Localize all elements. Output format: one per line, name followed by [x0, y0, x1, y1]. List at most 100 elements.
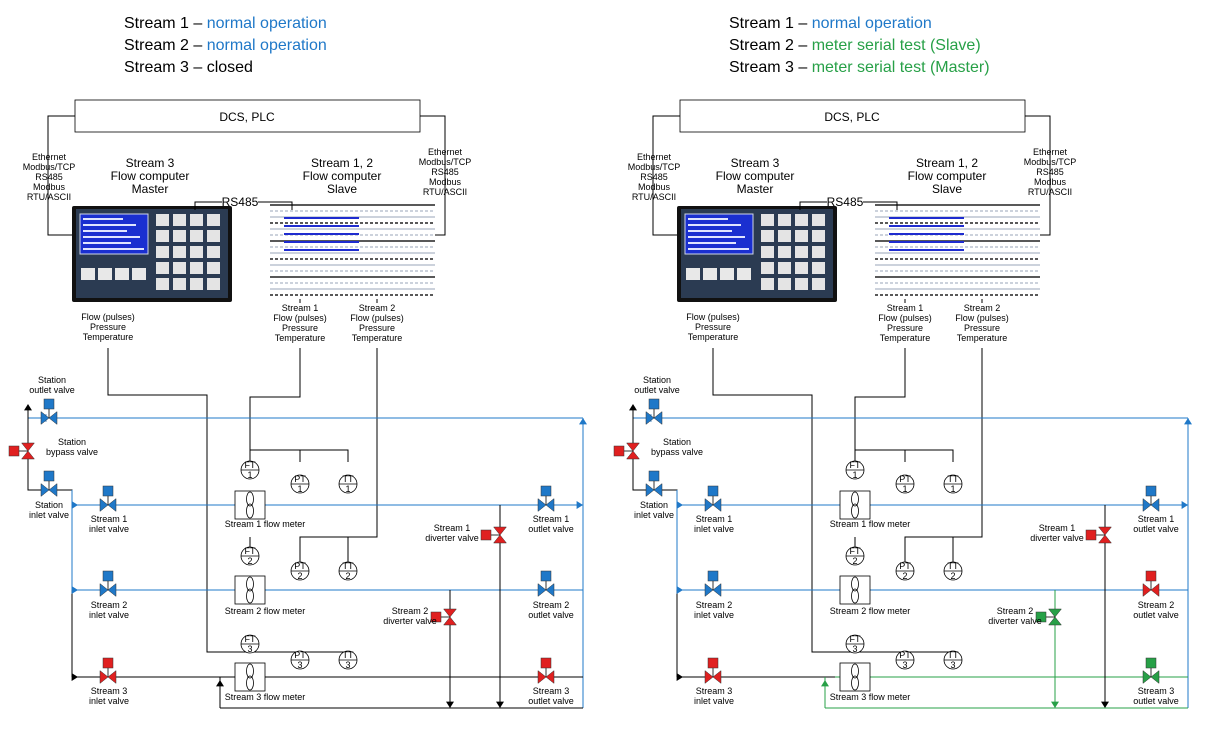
- comm-protocol-label: Ethernet: [428, 147, 463, 157]
- stream2-outlet-label: outlet valve: [1133, 610, 1179, 620]
- valve-actuator-icon: [102, 657, 114, 669]
- stream1-diverter-label: diverter valve: [425, 533, 479, 543]
- instrument-tag: TT: [948, 650, 959, 660]
- valve-body: [626, 450, 640, 460]
- instrument-number: 1: [297, 484, 302, 494]
- keypad-key: [173, 278, 186, 290]
- master-signal-label: Flow (pulses): [686, 312, 740, 322]
- stream2-inlet-label: Stream 2: [696, 600, 733, 610]
- lcd-text-line: [889, 225, 964, 227]
- stream2-inlet-label: Stream 2: [91, 600, 128, 610]
- stream1-flow-meter-icon: [839, 490, 871, 520]
- stream3-pt-icon: PT3: [895, 650, 915, 670]
- lcd-text-line: [83, 218, 123, 220]
- lcd-text-line: [83, 224, 136, 226]
- keypad-key: [778, 214, 791, 226]
- keypad-key: [207, 278, 220, 290]
- stream2-signal-label: Pressure: [359, 323, 395, 333]
- instrument-tag: PT: [294, 561, 306, 571]
- comm-protocol-label: Modbus/TCP: [628, 162, 681, 172]
- valve-body: [1142, 498, 1152, 512]
- station-outlet-label: outlet valve: [634, 385, 680, 395]
- stream1-signal-label: Temperature: [880, 333, 931, 343]
- instrument-number: 1: [852, 470, 857, 480]
- keypad-key: [812, 214, 825, 226]
- valve-body: [107, 498, 117, 512]
- valve-body: [704, 583, 714, 597]
- stream-status-line: Stream 1 – normal operation: [124, 15, 327, 32]
- stream2-meter-label: Stream 2 flow meter: [830, 606, 911, 616]
- valve-actuator-icon: [102, 570, 114, 582]
- soft-key: [132, 268, 146, 280]
- arrow-head: [71, 586, 78, 594]
- comm-protocol-label: RTU/ASCII: [423, 187, 467, 197]
- stream2-outlet-label: outlet valve: [528, 610, 574, 620]
- lcd-text-line: [889, 233, 964, 235]
- lcd-text-line: [688, 248, 749, 250]
- stream2-signal-label: Flow (pulses): [955, 313, 1009, 323]
- valve-body: [537, 498, 547, 512]
- stream-name: Stream 1 –: [729, 15, 812, 32]
- stream2-signal-label: Temperature: [957, 333, 1008, 343]
- stream1-outlet-label: Stream 1: [533, 514, 570, 524]
- station-outlet-valve-icon: [40, 398, 58, 425]
- soft-key: [686, 268, 700, 280]
- stream2-diverter-label: diverter valve: [988, 616, 1042, 626]
- stream2-meter-label: Stream 2 flow meter: [225, 606, 306, 616]
- instrument-number: 2: [950, 571, 955, 581]
- valve-body: [40, 411, 50, 425]
- stream1-ft-icon: FT1: [240, 460, 260, 480]
- comm-protocol-label: Modbus: [1034, 177, 1067, 187]
- comm-protocol-label: Modbus: [429, 177, 462, 187]
- dcs-plc-label: DCS, PLC: [824, 110, 880, 124]
- stream3-inlet-valve-icon: [704, 657, 722, 684]
- lcd-text-line: [688, 230, 732, 232]
- comm-line-slave: [420, 115, 446, 236]
- valve-actuator-icon: [540, 657, 552, 669]
- stream2-diverter-valve-icon: [1035, 608, 1062, 626]
- lcd-screen: [684, 213, 754, 255]
- master-title: Stream 3: [731, 156, 780, 170]
- keypad-key: [761, 230, 774, 242]
- instrument-number: 3: [345, 660, 350, 670]
- stream1-pt-icon: PT1: [290, 474, 310, 494]
- keypad-key: [156, 246, 169, 258]
- valve-actuator-icon: [707, 657, 719, 669]
- stream1-diverter-label: Stream 1: [434, 523, 471, 533]
- lcd-text-line: [284, 217, 359, 219]
- stream-status-line: Stream 3 – closed: [124, 59, 253, 76]
- keypad-key: [778, 262, 791, 274]
- valve-body: [493, 534, 507, 544]
- station-outlet-valve-icon: [645, 398, 663, 425]
- master-title: Master: [737, 182, 774, 196]
- valve-body: [1150, 583, 1160, 597]
- stream-state: meter serial test (Slave): [812, 37, 981, 54]
- stream2-inlet-valve-icon: [99, 570, 117, 597]
- arrow-head: [71, 501, 78, 509]
- stream1-signal-label: Temperature: [275, 333, 326, 343]
- instrument-number: 3: [950, 660, 955, 670]
- stream1-inlet-label: inlet valve: [694, 524, 734, 534]
- comm-protocol-label: RS485: [35, 172, 63, 182]
- instrument-number: 1: [950, 484, 955, 494]
- stream-status-line: Stream 2 – normal operation: [124, 37, 327, 54]
- meter-body: [234, 490, 266, 520]
- stream1-inlet-label: Stream 1: [696, 514, 733, 524]
- stream3-flow-meter-icon: [234, 662, 266, 692]
- stream3-outlet-label: outlet valve: [1133, 696, 1179, 706]
- valve-actuator-icon: [43, 470, 55, 482]
- lcd-text-line: [688, 242, 736, 244]
- stream3-outlet-valve-icon: [1142, 657, 1160, 684]
- instrument-number: 1: [345, 484, 350, 494]
- stream2-signal-label: Stream 2: [359, 303, 396, 313]
- stream2-pt-icon: PT2: [895, 561, 915, 581]
- stream-name: Stream 3 –: [729, 59, 812, 76]
- stream3-inlet-label: inlet valve: [89, 696, 129, 706]
- stream1-diverter-valve-icon: [480, 526, 507, 544]
- valve-body: [712, 583, 722, 597]
- meter-body: [839, 575, 871, 605]
- instrument-tag: FT: [245, 634, 256, 644]
- meter-blade: [851, 491, 859, 507]
- keypad-key: [207, 262, 220, 274]
